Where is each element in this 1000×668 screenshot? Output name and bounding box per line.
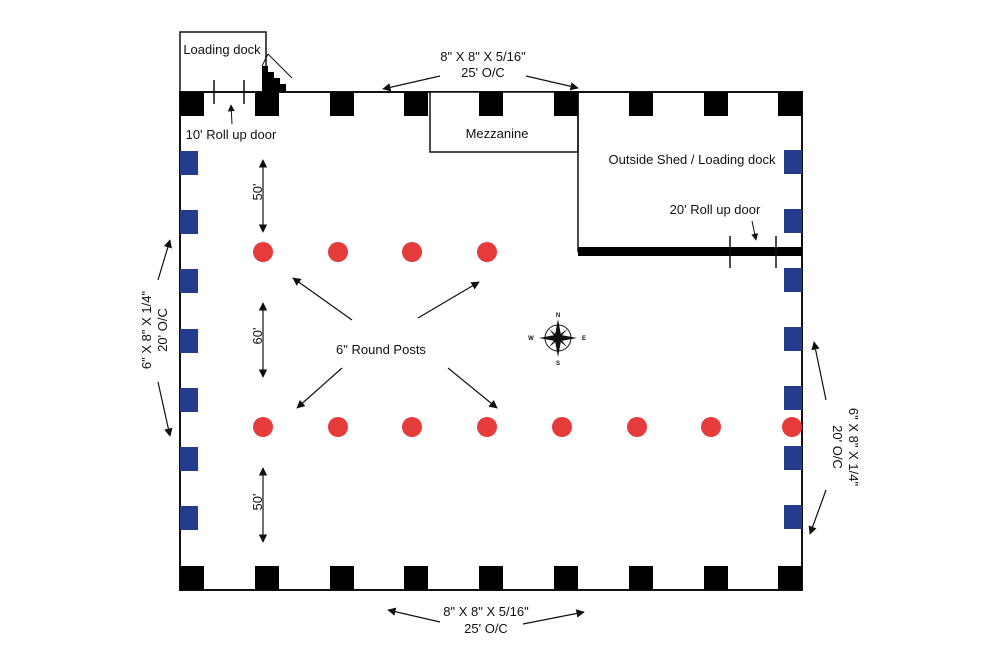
round-posts-bottom-row [253, 417, 802, 437]
round-post [328, 242, 348, 262]
round-post [477, 242, 497, 262]
loading-dock: Loading dock [179, 31, 293, 92]
bottom-beam-line1: 8" X 8" X 5/16" [443, 604, 529, 619]
side-column [180, 151, 198, 175]
dim-50-bottom-label: 50' [250, 494, 265, 511]
roll-door-20: 20' Roll up door [670, 202, 777, 268]
steel-column [704, 566, 728, 590]
mezzanine-label: Mezzanine [466, 126, 529, 141]
side-column [180, 329, 198, 353]
compass-w: W [528, 336, 534, 342]
steel-column [778, 92, 802, 116]
steel-column [629, 92, 653, 116]
left-beam-line2: 20' O/C [155, 308, 170, 352]
roll-door-10-label: 10' Roll up door [186, 127, 277, 142]
top-columns [180, 92, 802, 116]
dim-50-top-label: 50' [250, 184, 265, 201]
right-beam-spec: 6" X 8" X 1/4" 20' O/C [808, 341, 861, 535]
bottom-beam-line2: 25' O/C [464, 621, 508, 636]
round-posts-top-row [253, 242, 497, 262]
roll-door-20-label: 20' Roll up door [670, 202, 761, 217]
steel-column [180, 92, 204, 116]
steel-column [255, 566, 279, 590]
steel-column [180, 566, 204, 590]
side-column [784, 209, 802, 233]
side-column [784, 446, 802, 470]
round-post [402, 417, 422, 437]
outside-shed-label: Outside Shed / Loading dock [609, 152, 776, 167]
side-column [784, 386, 802, 410]
side-column [180, 269, 198, 293]
left-columns [180, 151, 198, 530]
bottom-beam-spec: 8" X 8" X 5/16" 25' O/C [387, 604, 585, 636]
side-column [784, 150, 802, 174]
top-beam-spec: 8" X 8" X 5/16" 25' O/C [382, 49, 579, 92]
round-posts-label: 6" Round Posts [336, 342, 426, 357]
round-post [627, 417, 647, 437]
side-column [180, 447, 198, 471]
left-beam-line1: 6" X 8" X 1/4" [139, 291, 154, 370]
steel-column [479, 566, 503, 590]
steel-column [704, 92, 728, 116]
steel-column [554, 92, 578, 116]
steel-column [404, 92, 428, 116]
round-post [701, 417, 721, 437]
right-columns [784, 150, 802, 529]
side-column [180, 210, 198, 234]
top-beam-line2: 25' O/C [461, 65, 505, 80]
left-beam-spec: 6" X 8" X 1/4" 20' O/C [139, 239, 173, 437]
steel-column [629, 566, 653, 590]
mezzanine: Mezzanine [429, 91, 579, 153]
side-column [784, 327, 802, 351]
side-column [180, 506, 198, 530]
steel-column [255, 92, 279, 116]
dimension-60: 60' [250, 302, 268, 378]
dim-60-label: 60' [250, 328, 265, 345]
round-post [552, 417, 572, 437]
round-post [782, 417, 802, 437]
side-column [784, 505, 802, 529]
right-beam-line2: 20' O/C [830, 425, 845, 469]
side-column [180, 388, 198, 412]
steel-column [778, 566, 802, 590]
steel-column [330, 566, 354, 590]
steel-column [479, 92, 503, 116]
steel-column [404, 566, 428, 590]
shed-wall [578, 247, 802, 256]
top-beam-line1: 8" X 8" X 5/16" [440, 49, 526, 64]
compass-s: S [556, 361, 560, 367]
round-post [328, 417, 348, 437]
round-post [402, 242, 422, 262]
round-post [253, 417, 273, 437]
dimension-50-top: 50' [250, 159, 268, 233]
compass-n: N [556, 313, 560, 319]
bottom-columns [180, 566, 802, 590]
steel-column [330, 92, 354, 116]
round-post [477, 417, 497, 437]
right-beam-line1: 6" X 8" X 1/4" [846, 408, 861, 487]
round-post [253, 242, 273, 262]
round-posts-callout: 6" Round Posts [292, 277, 498, 409]
outside-shed: Outside Shed / Loading dock [577, 92, 802, 256]
compass-rose-icon: N S E W [528, 313, 586, 367]
steel-column [554, 566, 578, 590]
side-column [784, 268, 802, 292]
dimension-50-bottom: 50' [250, 467, 268, 543]
roll-door-10: 10' Roll up door [186, 80, 277, 142]
compass-e: E [582, 336, 586, 342]
dock-stairs [262, 66, 286, 92]
loading-dock-label: Loading dock [183, 42, 261, 57]
